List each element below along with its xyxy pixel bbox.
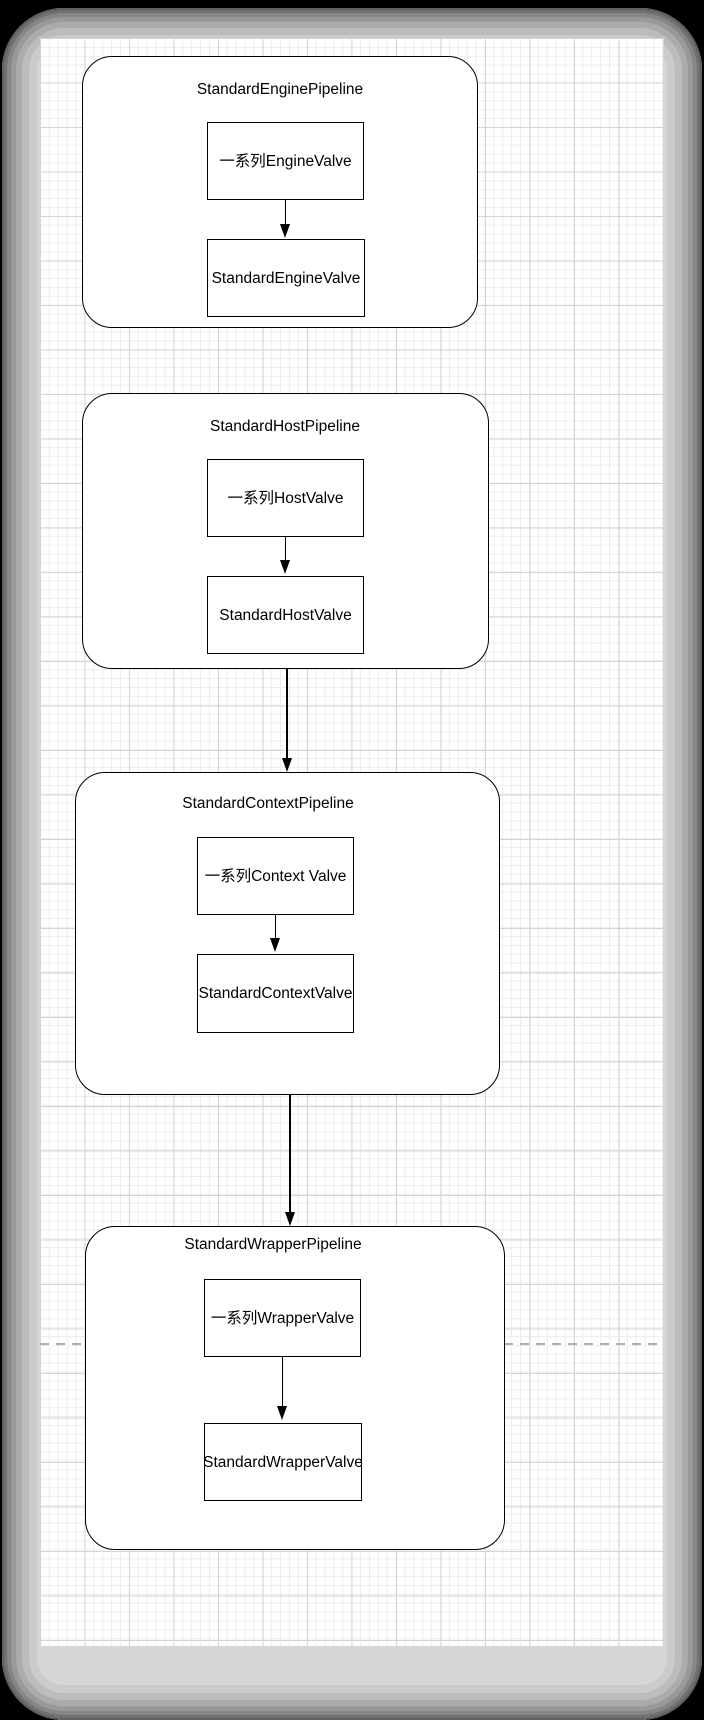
pipeline-standard-wrapper: StandardWrapperPipeline 一系列WrapperValve … <box>85 1226 505 1550</box>
arrow-line <box>284 537 287 561</box>
arrow-line <box>281 1357 284 1407</box>
box-standard-wrapper-valve: StandardWrapperValve <box>203 1423 363 1501</box>
box-label: 一系列WrapperValve <box>210 1309 355 1327</box>
box-label: 一系列HostValve <box>227 489 344 507</box>
box-label: 一系列Context Valve <box>204 867 347 885</box>
box-series-context-valve: 一系列Context Valve <box>197 837 354 915</box>
box-label: StandardContextValve <box>198 985 353 1002</box>
box-standard-context-valve: StandardContextValve <box>197 954 354 1033</box>
box-label: 一系列EngineValve <box>219 152 352 170</box>
box-label: StandardEngineValve <box>211 269 361 287</box>
box-label: StandardHostValve <box>219 606 352 624</box>
diagram-canvas: StandardEnginePipeline 一系列EngineValve St… <box>40 38 664 1646</box>
pipeline-title: StandardHostPipeline <box>210 418 360 435</box>
pipeline-title: StandardEnginePipeline <box>196 81 364 98</box>
box-label: StandardWrapperValve <box>203 1453 363 1471</box>
arrow-head-icon <box>280 224 290 238</box>
arrow-line <box>284 200 287 225</box>
box-standard-engine-valve: StandardEngineValve <box>207 239 365 317</box>
pipeline-title: StandardWrapperPipeline <box>184 1236 362 1253</box>
arrow-head-icon <box>281 758 292 772</box>
arrow-head-icon <box>280 560 290 574</box>
connector-line <box>289 1093 291 1214</box>
connector-line <box>286 667 288 760</box>
box-series-wrapper-valve: 一系列WrapperValve <box>204 1279 361 1357</box>
arrow-head-icon <box>270 938 280 952</box>
box-standard-host-valve: StandardHostValve <box>207 576 364 654</box>
pipeline-standard-context: StandardContextPipeline 一系列Context Valve… <box>75 772 500 1095</box>
arrow-head-icon <box>277 1406 287 1420</box>
pipeline-standard-engine: StandardEnginePipeline 一系列EngineValve St… <box>82 56 478 328</box>
pipeline-title: StandardContextPipeline <box>182 795 354 812</box>
box-series-engine-valve: 一系列EngineValve <box>207 122 364 200</box>
pipeline-standard-host: StandardHostPipeline 一系列HostValve Standa… <box>82 393 489 669</box>
arrow-line <box>274 915 277 939</box>
arrow-head-icon <box>284 1212 295 1226</box>
box-series-host-valve: 一系列HostValve <box>207 459 364 537</box>
